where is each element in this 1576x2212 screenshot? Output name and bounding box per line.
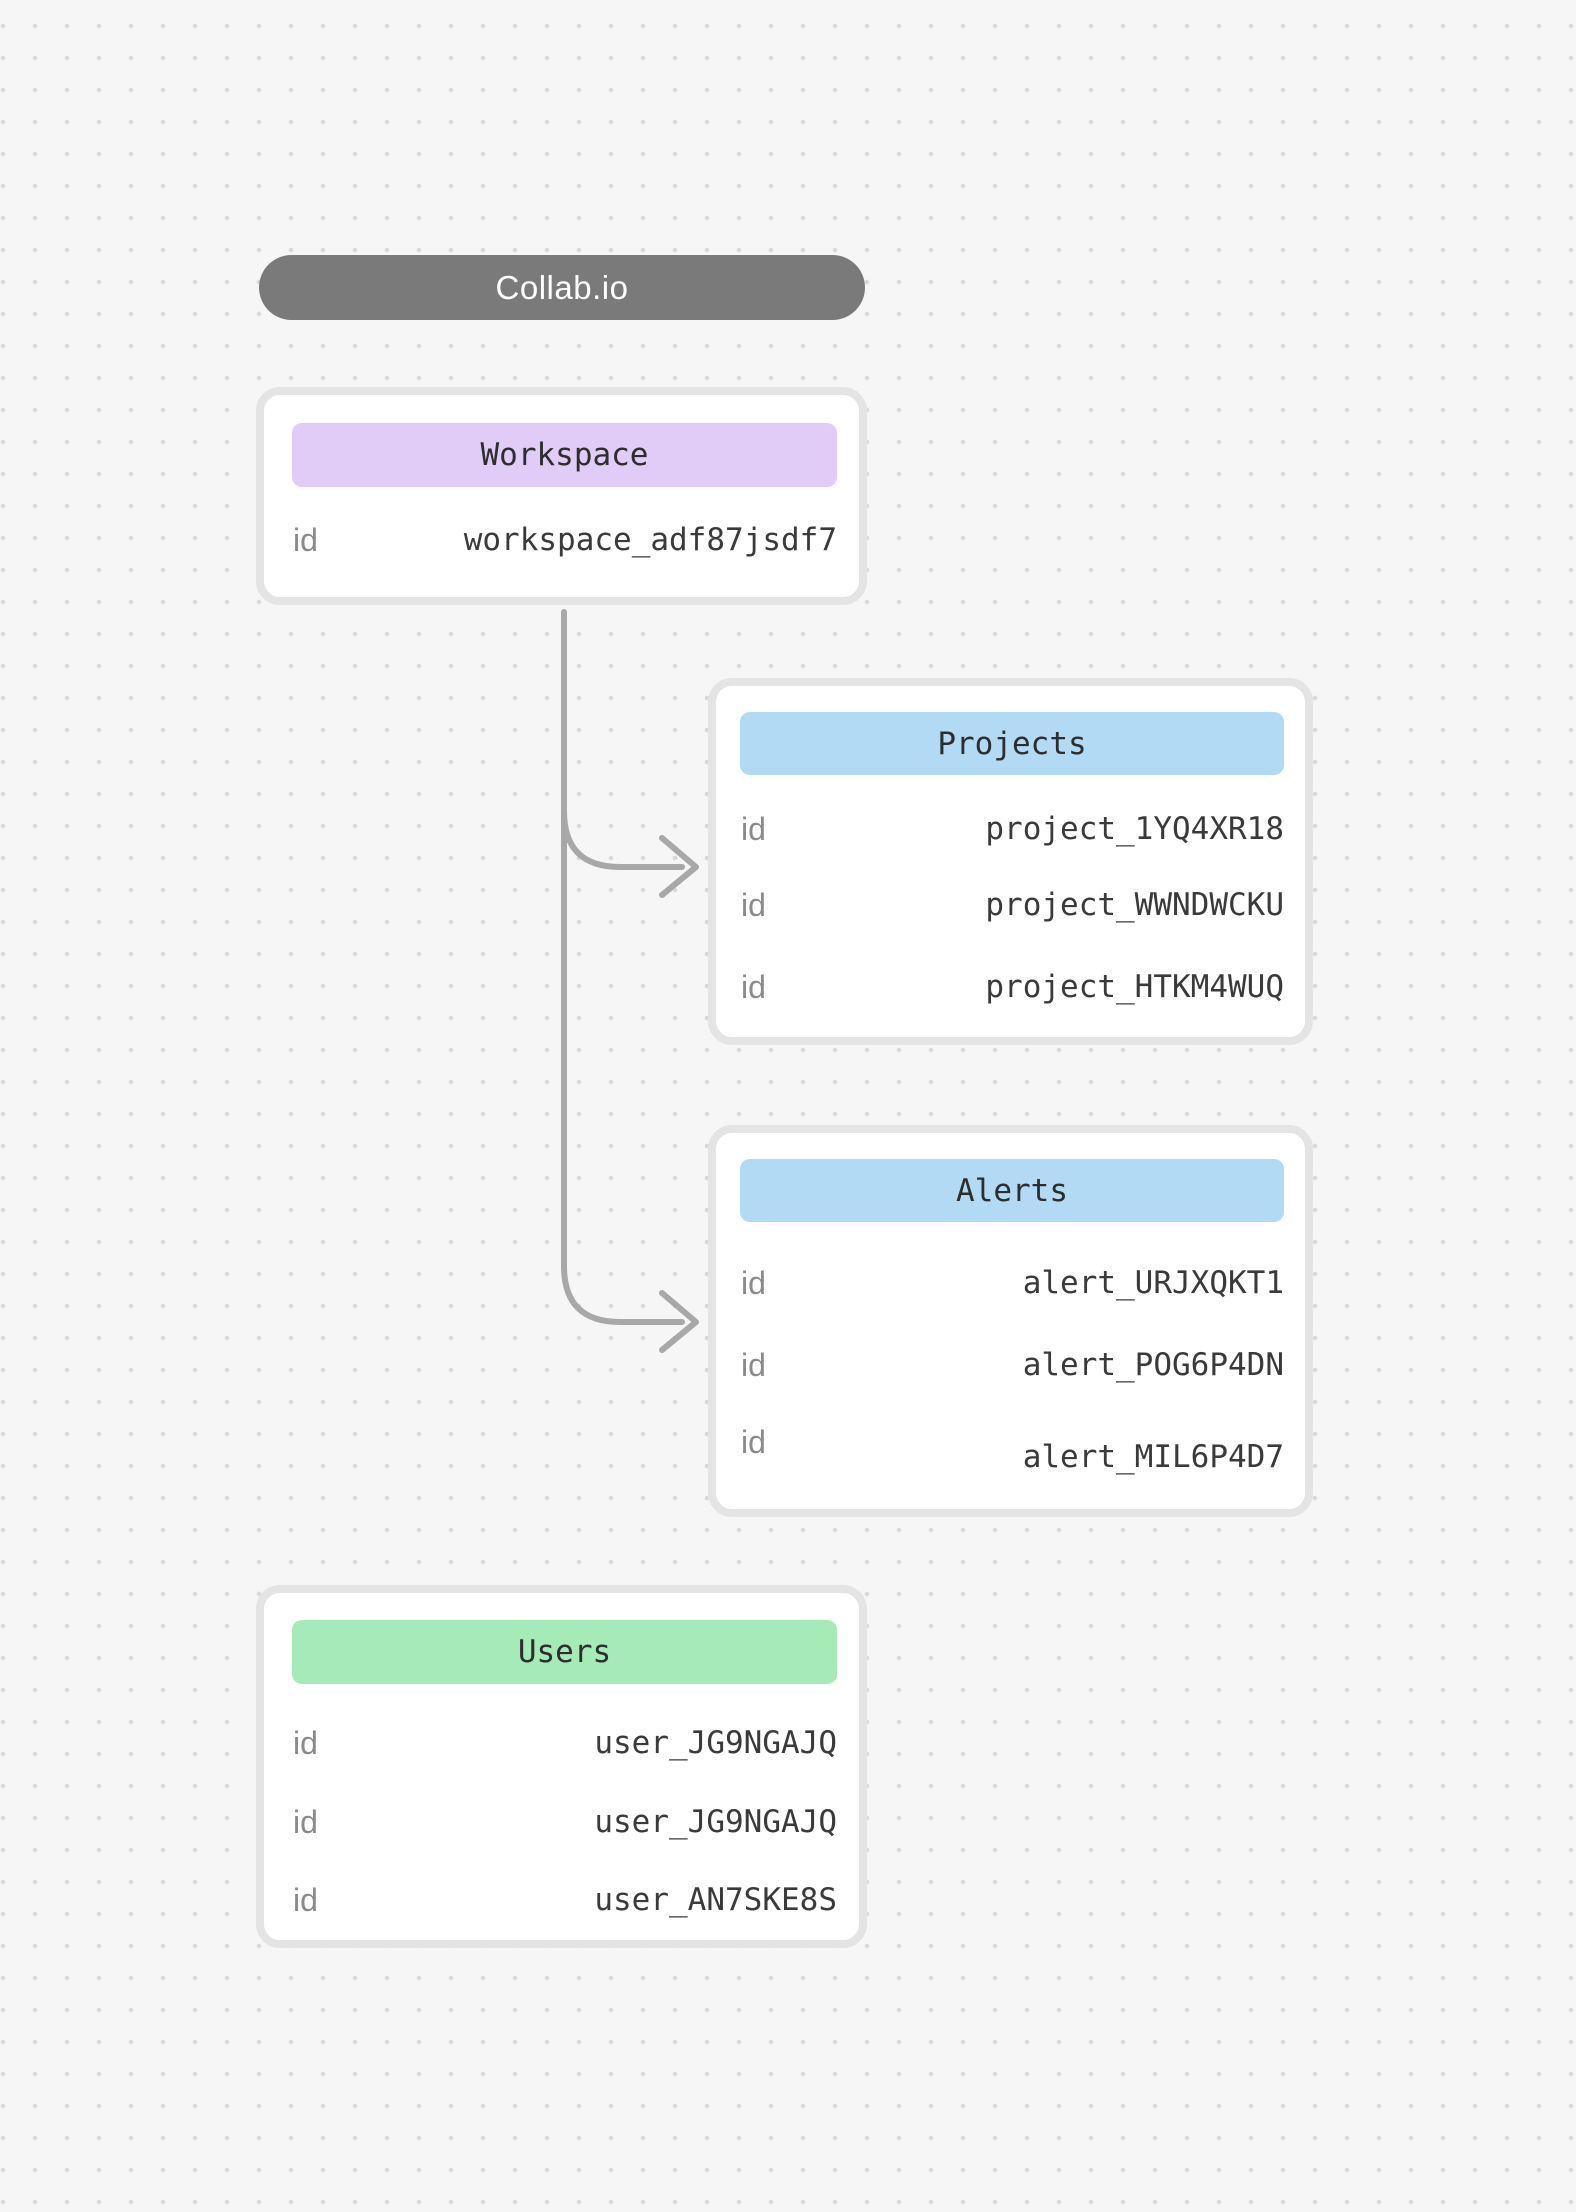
table-row: id user_AN7SKE8S <box>293 1880 837 1920</box>
table-row: id alert_URJXQKT1 <box>741 1263 1284 1303</box>
projects-header: Projects <box>740 712 1284 775</box>
table-row: id project_1YQ4XR18 <box>741 809 1284 849</box>
field-label: id <box>741 886 766 923</box>
users-node[interactable]: Users id user_JG9NGAJQ id user_JG9NGAJQ … <box>256 1585 867 1948</box>
field-value: user_JG9NGAJQ <box>594 1725 837 1761</box>
alerts-header: Alerts <box>740 1159 1284 1222</box>
field-label: id <box>741 810 766 847</box>
table-row: id user_JG9NGAJQ <box>293 1802 837 1842</box>
workspace-node[interactable]: Workspace id workspace_adf87jsdf7 <box>256 387 867 605</box>
arrowhead-alerts-icon <box>659 1290 699 1353</box>
field-label: id <box>741 1423 766 1460</box>
field-value: project_HTKM4WUQ <box>985 969 1284 1005</box>
users-header: Users <box>292 1620 837 1684</box>
table-row: id workspace_adf87jsdf7 <box>293 520 837 560</box>
field-value: alert_MIL6P4D7 <box>1022 1439 1284 1475</box>
field-label: id <box>293 1803 318 1840</box>
projects-title: Projects <box>937 725 1087 762</box>
field-value: alert_URJXQKT1 <box>1022 1265 1284 1301</box>
connector-projects-branch <box>561 808 685 870</box>
field-value: alert_POG6P4DN <box>1022 1347 1284 1383</box>
app-title-pill[interactable]: Collab.io <box>259 255 865 320</box>
table-row: id alert_POG6P4DN <box>741 1345 1284 1385</box>
field-label: id <box>741 1264 766 1301</box>
field-label: id <box>741 968 766 1005</box>
field-label: id <box>293 1724 318 1761</box>
field-value: project_1YQ4XR18 <box>985 811 1284 847</box>
alerts-title: Alerts <box>956 1172 1068 1209</box>
alerts-node[interactable]: Alerts id alert_URJXQKT1 id alert_POG6P4… <box>708 1125 1313 1517</box>
arrowhead-projects-icon <box>659 835 699 898</box>
table-row: id project_WWNDWCKU <box>741 885 1284 925</box>
connector-trunk-and-alerts-branch <box>561 609 685 1325</box>
users-title: Users <box>517 1634 612 1670</box>
workspace-title: Workspace <box>480 437 649 473</box>
field-value: project_WWNDWCKU <box>985 887 1284 923</box>
table-row: id project_HTKM4WUQ <box>741 967 1284 1007</box>
field-value: user_JG9NGAJQ <box>594 1804 837 1840</box>
field-value: user_AN7SKE8S <box>594 1882 837 1918</box>
projects-node[interactable]: Projects id project_1YQ4XR18 id project_… <box>708 678 1313 1045</box>
field-label: id <box>293 521 318 558</box>
table-row: id alert_MIL6P4D7 <box>741 1422 1284 1476</box>
field-label: id <box>741 1346 766 1383</box>
workspace-header: Workspace <box>292 423 837 487</box>
field-value: workspace_adf87jsdf7 <box>463 522 837 558</box>
field-label: id <box>293 1881 318 1918</box>
table-row: id user_JG9NGAJQ <box>293 1723 837 1763</box>
app-title: Collab.io <box>495 268 629 306</box>
